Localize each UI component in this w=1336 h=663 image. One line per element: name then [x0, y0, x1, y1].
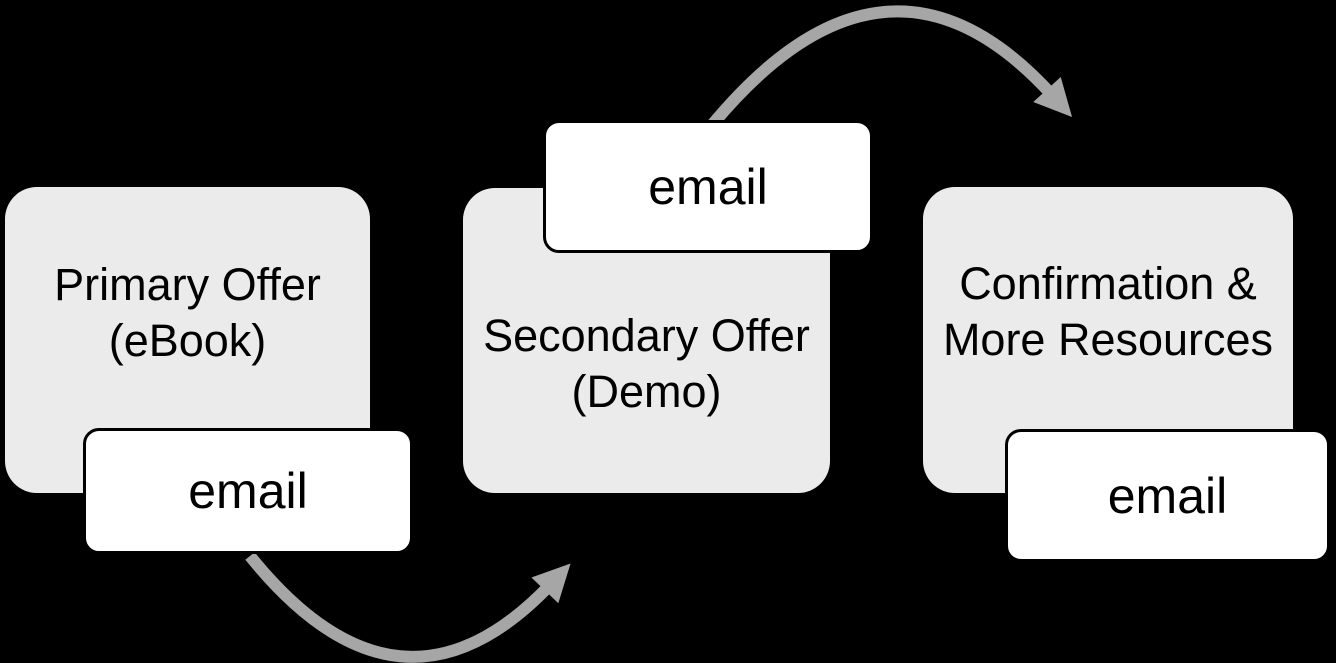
stage-box-confirmation: Confirmation & More Resources [923, 187, 1293, 493]
stage-label-line: Confirmation & [959, 258, 1257, 309]
stage-label-line: Secondary Offer [483, 309, 810, 361]
email-capture-box-3: email [1005, 429, 1330, 562]
email-label: email [188, 463, 308, 519]
email-label: email [648, 158, 768, 215]
stage-label-line: (eBook) [108, 314, 267, 366]
stage-label-line: (Demo) [571, 365, 722, 417]
email-capture-box-2: email [543, 120, 873, 253]
email-label: email [1107, 467, 1228, 524]
curved-arrow-stage2-to-stage3-icon [707, 5, 1073, 129]
stage-label-line: Primary Offer [54, 258, 321, 310]
email-capture-box-1: email [83, 428, 413, 554]
curved-arrow-stage1-to-stage2-icon [245, 552, 571, 663]
stage-label-line: More Resources [942, 314, 1274, 365]
